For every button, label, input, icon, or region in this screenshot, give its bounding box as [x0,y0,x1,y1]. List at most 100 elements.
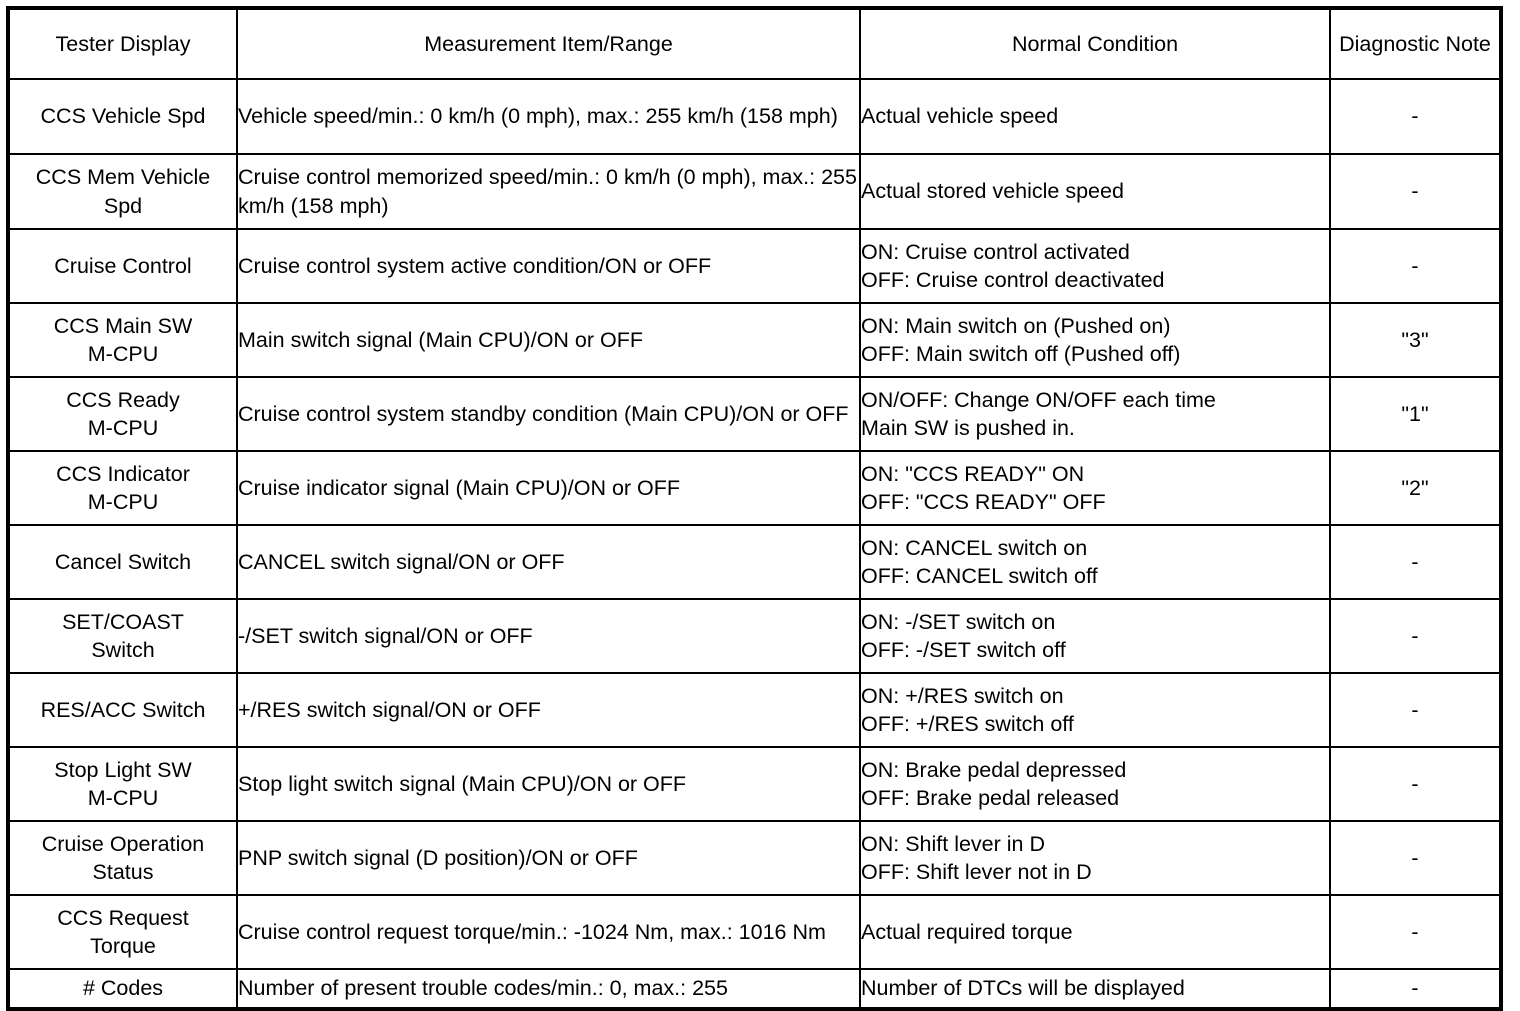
table-row: CCS Ready M-CPU Cruise control system st… [7,376,1502,452]
cell-measurement-item-range: +/RES switch signal/ON or OFF [236,672,861,748]
cell-tester-display: CCS Indicator M-CPU [7,450,238,526]
tester-line: CCS Indicator [56,461,190,486]
cell-diagnostic-note: - [1329,672,1502,748]
tester-line: Stop Light SW [54,757,192,782]
table-row: Cruise Control Cruise control system act… [7,228,1502,304]
table-row: Cancel Switch CANCEL switch signal/ON or… [7,524,1502,600]
cell-diagnostic-note: - [1329,598,1502,674]
table-row: CCS Main SW M-CPU Main switch signal (Ma… [7,302,1502,378]
cell-diagnostic-note: - [1329,894,1502,970]
cell-tester-display: Cruise Operation Status [7,820,238,896]
cell-normal-condition: ON: Cruise control activated OFF: Cruise… [859,228,1331,304]
cell-normal-condition: Number of DTCs will be displayed [859,968,1331,1010]
cell-measurement-item-range: Number of present trouble codes/min.: 0,… [236,968,861,1010]
tester-line: M-CPU [87,786,159,810]
normal-line: Main SW is pushed in. [861,416,1075,440]
cell-diagnostic-note: - [1329,968,1502,1010]
tester-line: Spd [103,193,143,218]
cell-diagnostic-note: - [1329,153,1502,230]
cell-tester-display: Stop Light SW M-CPU [7,746,238,822]
cell-diagnostic-note: - [1329,228,1502,304]
cell-measurement-item-range: -/SET switch signal/ON or OFF [236,598,861,674]
cell-tester-display: RES/ACC Switch [7,672,238,748]
column-header-normal-condition: Normal Condition [859,7,1331,80]
table-row: Stop Light SW M-CPU Stop light switch si… [7,746,1502,822]
normal-line: OFF: +/RES switch off [861,712,1074,736]
normal-line: ON: CANCEL switch on [861,535,1088,560]
tester-line: Switch [91,638,155,662]
cell-measurement-item-range: Cruise indicator signal (Main CPU)/ON or… [236,450,861,526]
normal-line: OFF: Main switch off (Pushed off) [861,342,1181,366]
tester-line: CCS Request [57,905,189,930]
normal-line: OFF: "CCS READY" OFF [861,490,1106,514]
tester-line: Cancel Switch [54,549,192,574]
normal-line: ON: Main switch on (Pushed on) [861,313,1171,338]
tester-line: M-CPU [87,490,159,514]
cell-measurement-item-range: Vehicle speed/min.: 0 km/h (0 mph), max.… [236,78,861,155]
normal-line: OFF: Brake pedal released [861,786,1120,810]
cell-normal-condition: ON: +/RES switch on OFF: +/RES switch of… [859,672,1331,748]
cell-tester-display: CCS Main SW M-CPU [7,302,238,378]
tester-line: Cruise Control [54,253,192,278]
cell-diagnostic-note: - [1329,524,1502,600]
table-row: Cruise Operation Status PNP switch signa… [7,820,1502,896]
normal-line: ON: Brake pedal depressed [861,757,1127,782]
tester-line: M-CPU [87,416,159,440]
tester-line: SET/COAST [62,609,184,634]
cell-normal-condition: Actual stored vehicle speed [859,153,1331,230]
normal-line: OFF: CANCEL switch off [861,564,1098,588]
tester-line: Status [92,860,154,884]
cell-tester-display: CCS Ready M-CPU [7,376,238,452]
tester-line: M-CPU [87,342,159,366]
cell-tester-display: SET/COAST Switch [7,598,238,674]
cell-tester-display: CCS Vehicle Spd [7,78,238,155]
header-row: Tester Display Measurement Item/Range No… [7,7,1502,80]
table-row: CCS Vehicle Spd Vehicle speed/min.: 0 km… [7,78,1502,155]
cell-tester-display: Cancel Switch [7,524,238,600]
table-row: CCS Indicator M-CPU Cruise indicator sig… [7,450,1502,526]
cell-normal-condition: ON/OFF: Change ON/OFF each time Main SW … [859,376,1331,452]
cell-tester-display: CCS Mem Vehicle Spd [7,153,238,230]
cell-measurement-item-range: Cruise control memorized speed/min.: 0 k… [236,153,861,230]
tester-line: CCS Vehicle Spd [40,104,206,129]
cell-measurement-item-range: Cruise control system active condition/O… [236,228,861,304]
cell-normal-condition: Actual required torque [859,894,1331,970]
cell-diagnostic-note: - [1329,78,1502,155]
tester-line: CCS Ready [66,387,180,412]
cell-normal-condition: ON: Brake pedal depressed OFF: Brake ped… [859,746,1331,822]
normal-line: ON: Shift lever in D [861,831,1045,856]
cell-measurement-item-range: Cruise control system standby condition … [236,376,861,452]
cell-diagnostic-note: "2" [1329,450,1502,526]
cell-normal-condition: ON: -/SET switch on OFF: -/SET switch of… [859,598,1331,674]
tester-line: Cruise Operation [41,831,205,856]
cell-normal-condition: ON: CANCEL switch on OFF: CANCEL switch … [859,524,1331,600]
normal-line: ON: "CCS READY" ON [861,461,1085,486]
column-header-measurement-item-range: Measurement Item/Range [236,7,861,80]
cell-normal-condition: Actual vehicle speed [859,78,1331,155]
normal-line: OFF: Shift lever not in D [861,860,1092,884]
normal-line: OFF: -/SET switch off [861,638,1066,662]
normal-line: ON: -/SET switch on [861,609,1056,634]
cell-diagnostic-note: - [1329,820,1502,896]
cell-diagnostic-note: - [1329,746,1502,822]
cell-normal-condition: ON: Main switch on (Pushed on) OFF: Main… [859,302,1331,378]
table-row: SET/COAST Switch -/SET switch signal/ON … [7,598,1502,674]
tester-line: # Codes [82,976,164,1001]
tester-line: RES/ACC Switch [40,697,206,722]
table-row: RES/ACC Switch +/RES switch signal/ON or… [7,672,1502,748]
table-row: # Codes Number of present trouble codes/… [7,968,1502,1010]
column-header-tester-display: Tester Display [7,7,238,80]
cell-tester-display: CCS Request Torque [7,894,238,970]
table-header: Tester Display Measurement Item/Range No… [7,7,1502,80]
cell-tester-display: Cruise Control [7,228,238,304]
column-header-diagnostic-note: Diagnostic Note [1329,7,1502,80]
cell-diagnostic-note: "1" [1329,376,1502,452]
table-row: CCS Request Torque Cruise control reques… [7,894,1502,970]
normal-line: ON: Cruise control activated [861,239,1130,264]
cell-tester-display: # Codes [7,968,238,1010]
table-body: CCS Vehicle Spd Vehicle speed/min.: 0 km… [7,78,1502,1010]
cell-normal-condition: ON: "CCS READY" ON OFF: "CCS READY" OFF [859,450,1331,526]
cell-measurement-item-range: CANCEL switch signal/ON or OFF [236,524,861,600]
tester-line: Torque [90,934,156,958]
